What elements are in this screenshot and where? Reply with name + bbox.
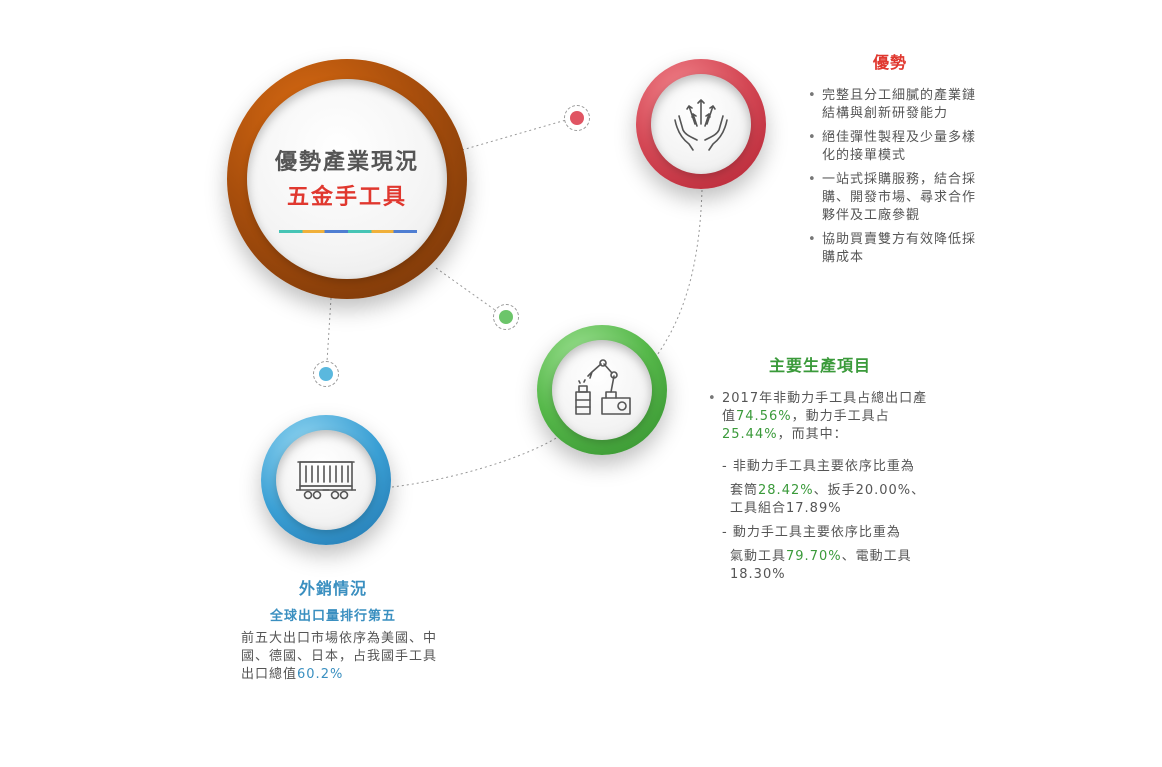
robot-arm-icon <box>575 359 631 415</box>
advantage-item: 完整且分工細膩的產業鏈結構與創新研發能力 <box>808 87 978 123</box>
export-text-part: 前五大出口市場依序為美國、中國、德國、日本，占我國手工具出口總值 <box>241 631 438 682</box>
production-circle <box>552 340 652 440</box>
production-text-part: 、扳手20.00%、工具組合17.89% <box>730 483 926 516</box>
powered-heading: - 動力手工具主要依序比重為 <box>722 525 901 540</box>
main-title: 優勢產業現況 <box>274 150 419 175</box>
main-circle <box>247 79 447 279</box>
color-divider <box>279 230 417 233</box>
export-heading: 外銷情況 <box>298 579 367 598</box>
freight-wagon-icon <box>296 461 356 500</box>
hands-arrows-icon <box>674 99 728 151</box>
nonpowered-heading: - 非動力手工具主要依序比重為 <box>722 459 915 474</box>
connector-dot-red <box>564 105 590 131</box>
production-text-part: 2017年非動力手工具占總出口產值 <box>722 391 928 424</box>
nonpowered-share: 74.56% <box>736 409 792 424</box>
advantage-item: 一站式採購服務，結合採購、開發市場、尋求合作夥伴及工廠參觀 <box>808 171 978 225</box>
advantage-list: 完整且分工細膩的產業鏈結構與創新研發能力 絕佳彈性製程及少量多樣化的接單模式 一… <box>808 87 978 273</box>
export-subheading: 全球出口量排行第五 <box>269 609 396 624</box>
advantage-heading: 優勢 <box>872 53 907 72</box>
production-text-part: 套筒 <box>730 483 759 498</box>
production-text: 2017年非動力手工具占總出口產值74.56%，動力手工具占 25.44%，而其中… <box>708 390 938 584</box>
connector-dot-blue <box>313 361 339 387</box>
production-text-part: 、電動工具18.30% <box>730 549 912 582</box>
export-text: 前五大出口市場依序為美國、中國、德國、日本，占我國手工具出口總值60.2% <box>241 630 441 684</box>
production-text-part: 氣動工具 <box>730 549 787 564</box>
connector-dot-green <box>493 304 519 330</box>
powered-share: 25.44% <box>722 427 778 442</box>
export-circle <box>276 430 376 530</box>
advantage-item: 協助買賣雙方有效降低採購成本 <box>808 231 978 267</box>
production-heading: 主要生產項目 <box>768 356 871 375</box>
main-subtitle: 五金手工具 <box>286 185 407 210</box>
production-text-part: ，而其中： <box>777 427 848 442</box>
production-text-part: ，動力手工具占 <box>791 409 890 424</box>
advantage-item: 絕佳彈性製程及少量多樣化的接單模式 <box>808 129 978 165</box>
export-share: 60.2% <box>297 667 344 682</box>
pneumatic-share: 79.70% <box>786 549 842 564</box>
socket-share: 28.42% <box>758 483 814 498</box>
